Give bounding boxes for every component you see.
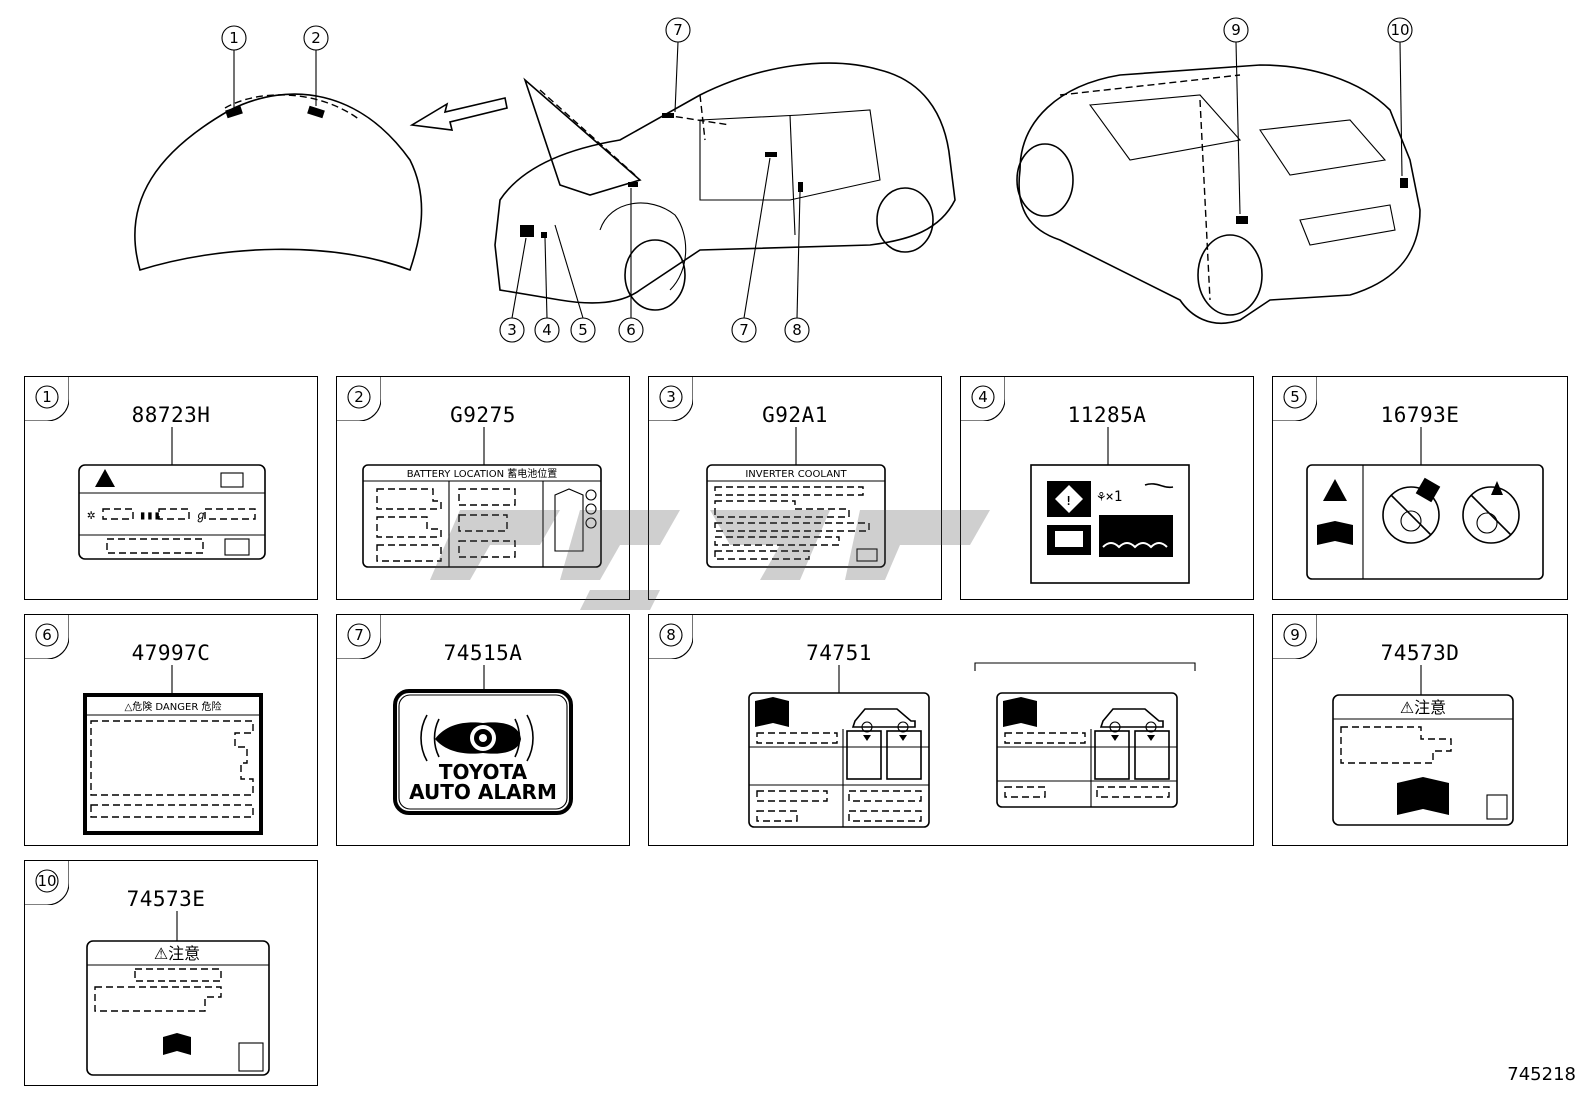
panel-badge: 8 <box>649 615 693 659</box>
label-drawing-7: TOYOTA AUTO ALARM <box>393 665 573 815</box>
caution-text: ⚠注意 <box>1400 698 1446 717</box>
part-code: 88723H <box>131 403 211 427</box>
part-code: 74751 <box>806 641 872 665</box>
coolant-tank-icon <box>1099 515 1173 557</box>
callout-10: 10 <box>1387 17 1413 43</box>
svg-text:9: 9 <box>1231 21 1241 39</box>
label-drawing-8 <box>748 662 1196 828</box>
svg-text:2: 2 <box>354 388 364 406</box>
part-code: 47997C <box>131 641 211 665</box>
inverter-coolant-text: INVERTER COOLANT <box>745 469 847 480</box>
label-drawing-3: INVERTER COOLANT <box>706 427 886 568</box>
svg-text:1: 1 <box>42 388 52 406</box>
battery-location-text: BATTERY LOCATION 蓄电池位置 <box>407 467 558 480</box>
panel-6: 6 47997C △危険 DANGER 危险 <box>24 614 318 846</box>
callout-6: 6 <box>618 317 644 343</box>
svg-text:10: 10 <box>37 872 56 890</box>
panel-badge: 6 <box>25 615 69 659</box>
manual-icon <box>1397 777 1449 815</box>
part-code: 11285A <box>1067 403 1147 427</box>
label-drawing-5 <box>1306 427 1544 580</box>
label-drawing-2: BATTERY LOCATION 蓄电池位置 <box>362 427 602 568</box>
alarm-text-line1: TOYOTA <box>439 760 528 784</box>
part-code: G92A1 <box>762 403 828 427</box>
panel-badge: 9 <box>1273 615 1317 659</box>
svg-text:✲: ✲ <box>87 507 95 523</box>
danger-text: △危険 DANGER 危险 <box>125 700 222 713</box>
panel-badge: 4 <box>961 377 1005 421</box>
panel-badge: 7 <box>337 615 381 659</box>
part-code: 74573E <box>126 887 206 911</box>
svg-text:5: 5 <box>1290 388 1300 406</box>
panel-2: 2 G9275 BATTERY LOCATION 蓄电池位置 <box>336 376 630 600</box>
callout-3: 3 <box>499 317 525 343</box>
callout-9: 9 <box>1223 17 1249 43</box>
part-code: 74515A <box>443 641 523 665</box>
svg-text:7: 7 <box>673 21 683 39</box>
vehicle-illustrations: 1 2 7 3 4 5 6 7 8 9 10 <box>134 17 1421 343</box>
callout-1: 1 <box>221 25 247 51</box>
manual-icon <box>163 1033 191 1055</box>
svg-text:6: 6 <box>42 626 52 644</box>
manual-icon <box>755 697 789 727</box>
panel-5: 5 16793E <box>1272 376 1568 600</box>
svg-text:8: 8 <box>666 626 676 644</box>
caution-text: ⚠注意 <box>154 944 200 963</box>
callout-4: 4 <box>534 317 560 343</box>
panel-9: 9 74573D ⚠注意 <box>1272 614 1568 846</box>
label-drawing-6: △危険 DANGER 危险 <box>83 665 263 835</box>
svg-text:ℊ: ℊ <box>195 508 207 522</box>
svg-text:!: ! <box>1065 494 1072 508</box>
callout-2: 2 <box>303 25 329 51</box>
callout-8: 8 <box>784 317 810 343</box>
hood-drawing <box>134 50 423 272</box>
callout-7-bottom: 7 <box>731 317 757 343</box>
callout-5: 5 <box>570 317 596 343</box>
panel-3: 3 G92A1 INVERTER COOLANT <box>648 376 942 600</box>
rear-car-drawing <box>1016 41 1421 325</box>
label-drawing-10: ⚠注意 <box>86 911 270 1076</box>
warning-icon <box>1323 479 1347 501</box>
svg-text:5: 5 <box>578 321 588 339</box>
panel-1: 1 88723H ✲ ▮▮▮ ℊ <box>24 376 318 600</box>
label-drawing-4: ! ⚘×1 <box>1030 427 1190 584</box>
panel-badge: 3 <box>649 377 693 421</box>
panel-badge: 10 <box>25 861 69 905</box>
callout-markers: 1 2 7 3 4 5 6 7 8 9 10 <box>221 17 1413 343</box>
panel-7: 7 74515A TOYOTA AUTO ALARM <box>336 614 630 846</box>
svg-text:10: 10 <box>1390 21 1409 39</box>
part-code: 16793E <box>1380 403 1460 427</box>
label-drawing-1: ✲ ▮▮▮ ℊ <box>78 427 266 560</box>
direction-arrow <box>409 97 508 131</box>
svg-text:3: 3 <box>666 388 676 406</box>
panel-4: 4 11285A ! ⚘×1 <box>960 376 1254 600</box>
svg-text:4: 4 <box>978 388 988 406</box>
svg-text:4: 4 <box>542 321 552 339</box>
callout-7-top: 7 <box>665 17 691 43</box>
svg-text:⚘×1: ⚘×1 <box>1097 489 1122 505</box>
label-drawing-9: ⚠注意 <box>1332 665 1514 826</box>
panel-8: 8 74751 <box>648 614 1254 846</box>
svg-text:9: 9 <box>1290 626 1300 644</box>
svg-text:6: 6 <box>626 321 636 339</box>
svg-text:2: 2 <box>311 29 321 47</box>
panel-10: 10 74573E ⚠注意 <box>24 860 318 1086</box>
front-car-drawing <box>494 41 956 319</box>
panel-badge: 1 <box>25 377 69 421</box>
diagram-reference-number: 745218 <box>1507 1064 1576 1085</box>
svg-text:7: 7 <box>354 626 364 644</box>
svg-text:3: 3 <box>507 321 517 339</box>
part-code: 74573D <box>1380 641 1460 665</box>
manual-icon <box>1317 521 1353 545</box>
svg-text:7: 7 <box>739 321 749 339</box>
svg-text:▮▮▮: ▮▮▮ <box>139 508 161 522</box>
part-code: G9275 <box>450 403 516 427</box>
svg-text:8: 8 <box>792 321 802 339</box>
manual-icon <box>1003 697 1037 727</box>
panel-badge: 5 <box>1273 377 1317 421</box>
svg-text:1: 1 <box>229 29 239 47</box>
panel-badge: 2 <box>337 377 381 421</box>
alarm-text-line2: AUTO ALARM <box>409 780 557 804</box>
